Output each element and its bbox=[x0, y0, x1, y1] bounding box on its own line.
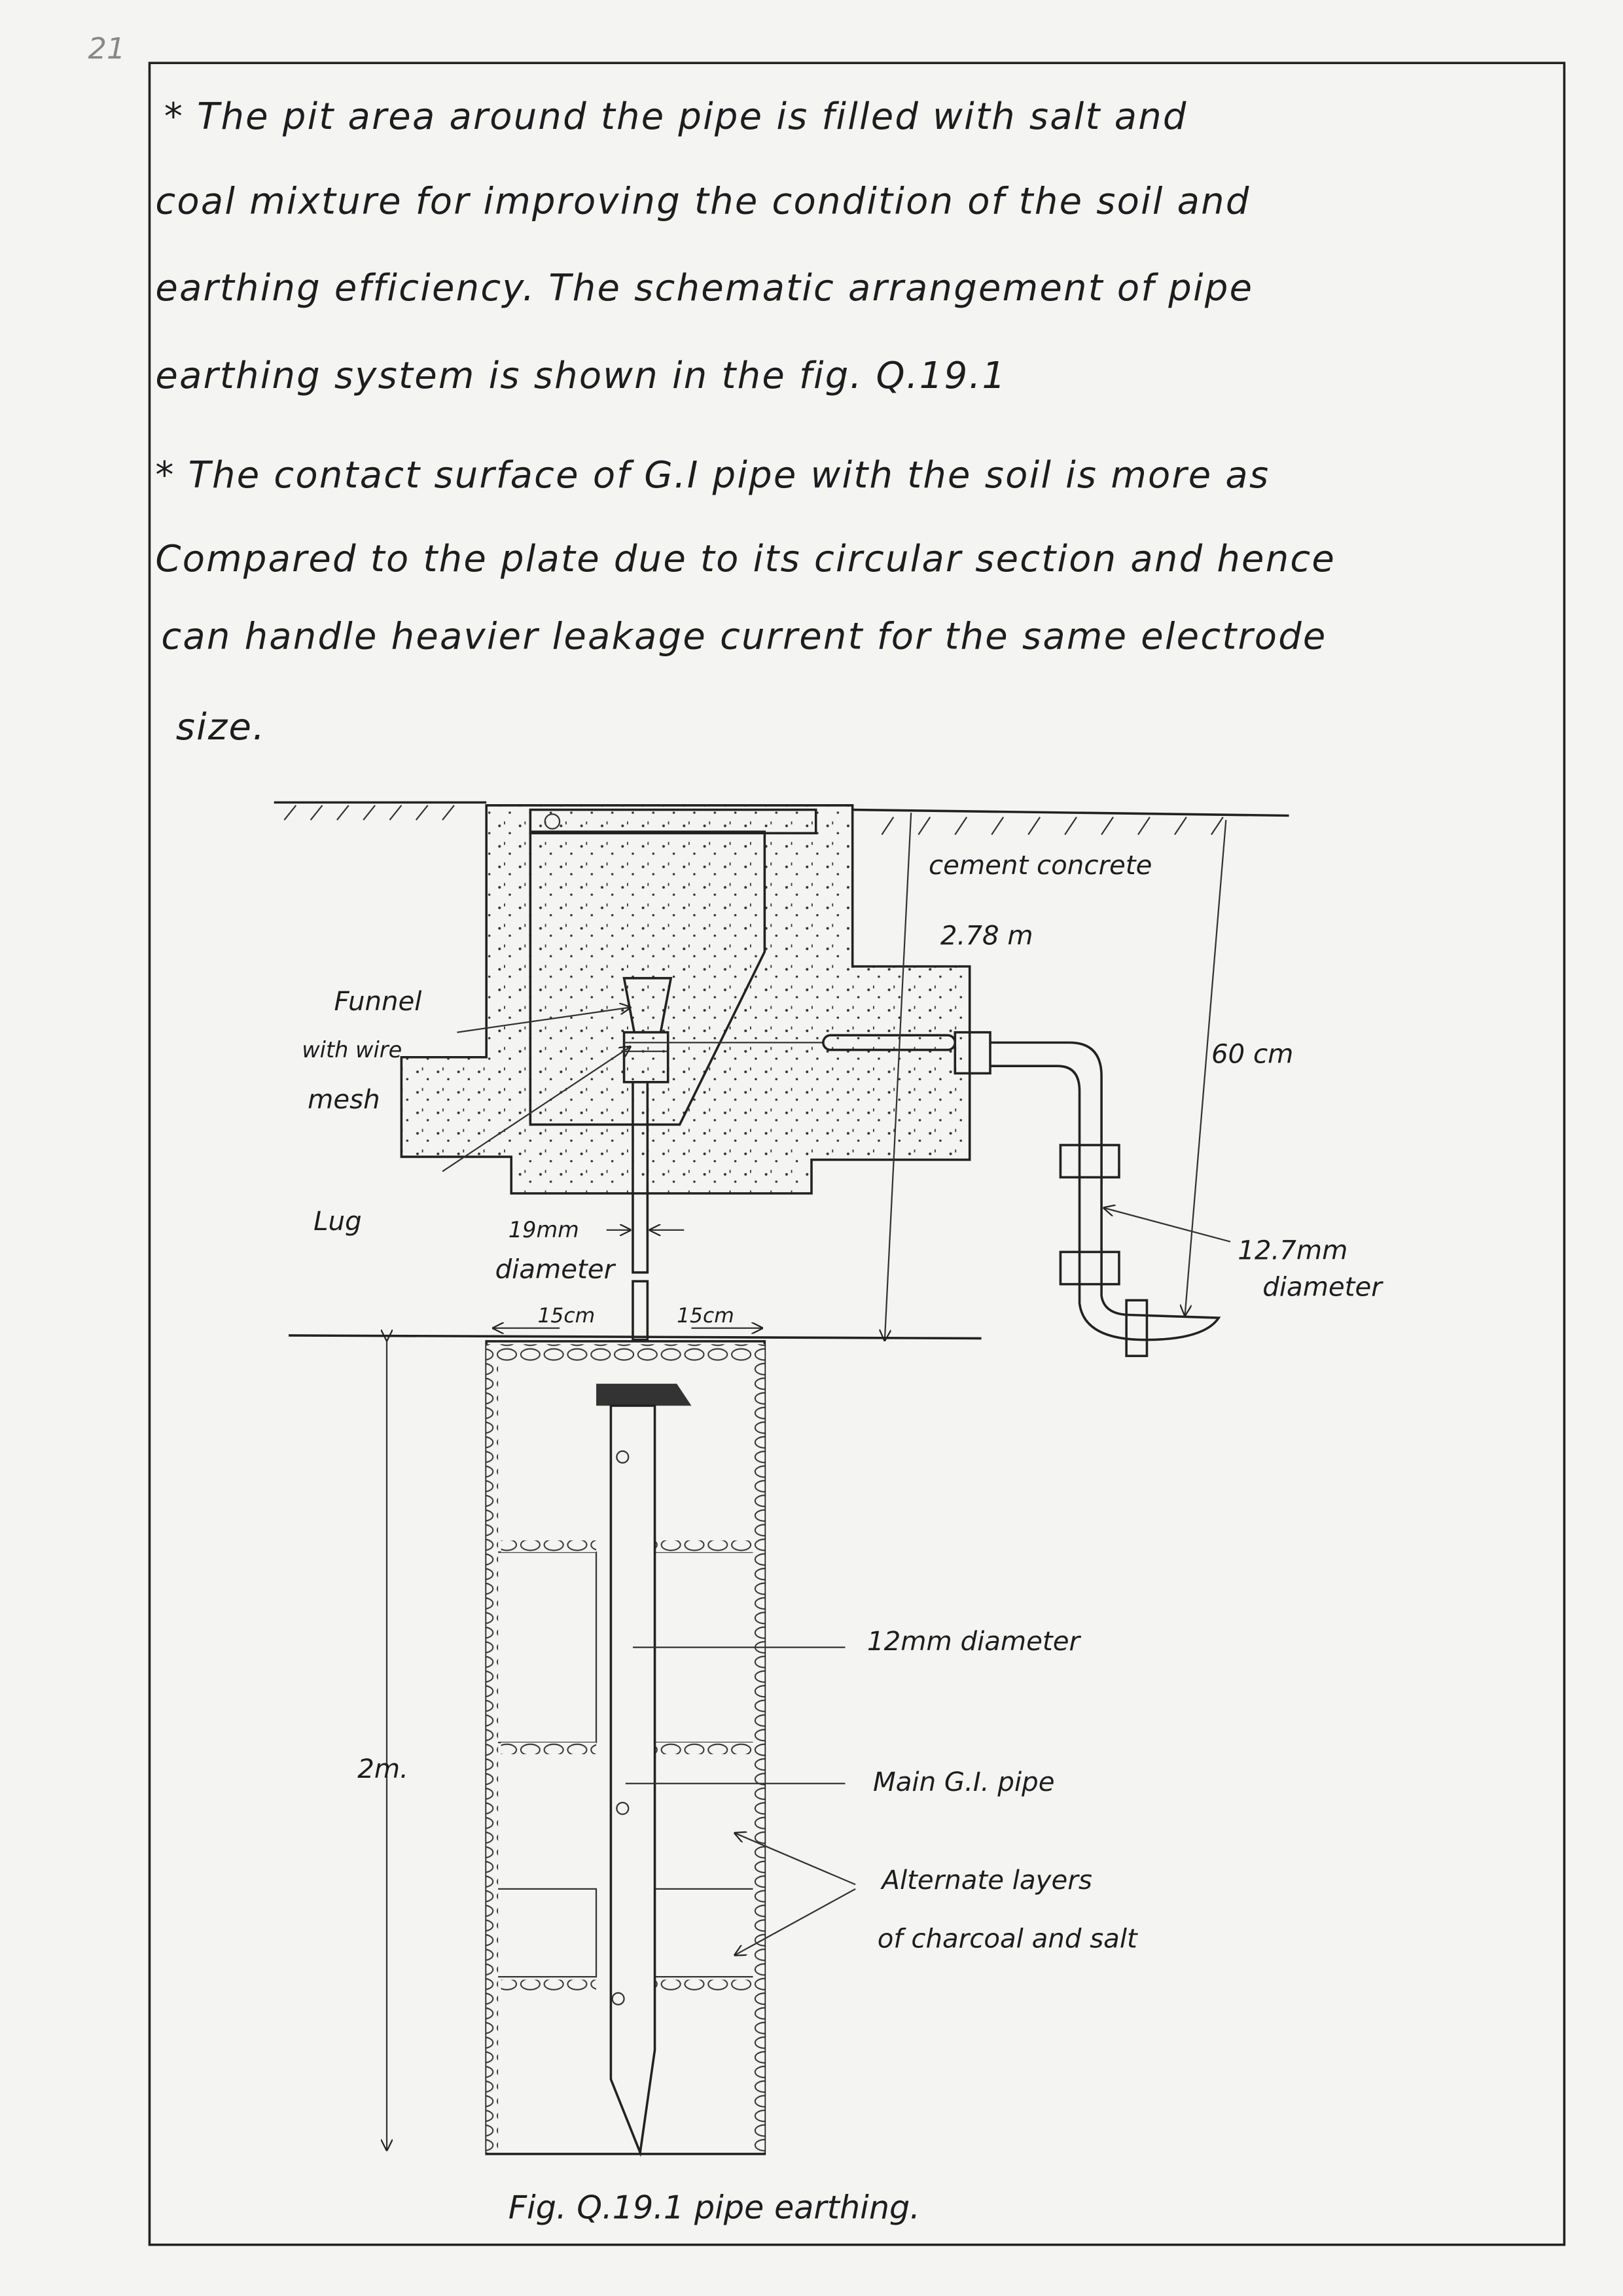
label-alternate-layers: Alternate layers bbox=[880, 1865, 1092, 1896]
label-60cm: 60 cm bbox=[1211, 1040, 1293, 1070]
label-lug: Lug bbox=[313, 1207, 362, 1237]
main-pipe bbox=[632, 1081, 649, 1274]
pipe-earthing-diagram: cement concrete 2.78 m Funnel with wire … bbox=[274, 801, 1383, 2226]
label-alternate-layers: of charcoal and salt bbox=[878, 1924, 1139, 1954]
page-border bbox=[148, 62, 1566, 2246]
text-line: can handle heavier leakage current for t… bbox=[161, 615, 1327, 658]
pit-cover bbox=[529, 808, 817, 835]
label-funnel: with wire bbox=[302, 1037, 402, 1063]
text-line: * The contact surface of G.I pipe with t… bbox=[155, 454, 1270, 497]
label-12mm: 12mm diameter bbox=[867, 1627, 1081, 1657]
label-depth: 2.78 m bbox=[940, 921, 1033, 951]
text-line: Compared to the plate due to its circula… bbox=[155, 538, 1336, 580]
text-line: coal mixture for improving the condition… bbox=[155, 181, 1250, 223]
inspection-pit bbox=[529, 830, 766, 1126]
label-funnel: Funnel bbox=[334, 987, 421, 1017]
concrete-chamber bbox=[400, 804, 971, 1195]
gi-pipe bbox=[609, 1404, 656, 2157]
charcoal-salt-layers bbox=[486, 1362, 765, 2153]
text-line: earthing system is shown in the fig. Q.1… bbox=[155, 355, 1007, 397]
label-main-pipe: Main G.I. pipe bbox=[873, 1767, 1054, 1797]
label-cement-concrete: cement concrete bbox=[929, 851, 1152, 881]
label-19mm-diameter: diameter bbox=[495, 1255, 616, 1285]
label-2m: 2m. bbox=[357, 1754, 408, 1784]
label-15cm-left: 15cm bbox=[538, 1304, 596, 1328]
label-19mm: 19mm bbox=[508, 1217, 579, 1243]
label-funnel: mesh bbox=[308, 1085, 380, 1115]
label-12-7mm-diameter: diameter bbox=[1262, 1273, 1383, 1303]
label-15cm-right: 15cm bbox=[677, 1304, 734, 1328]
text-line: earthing efficiency. The schematic arran… bbox=[155, 267, 1253, 309]
water-pipe bbox=[990, 1041, 1221, 1341]
text-line: * The pit area around the pipe is filled… bbox=[164, 96, 1188, 138]
page-marker: 21 bbox=[88, 31, 125, 66]
figure-caption: Fig. Q.19.1 pipe earthing. bbox=[508, 2188, 920, 2226]
label-12-7mm: 12.7mm bbox=[1238, 1236, 1347, 1266]
text-line: size. bbox=[176, 706, 266, 749]
body-text: * The pit area around the pipe is filled… bbox=[155, 96, 1336, 749]
